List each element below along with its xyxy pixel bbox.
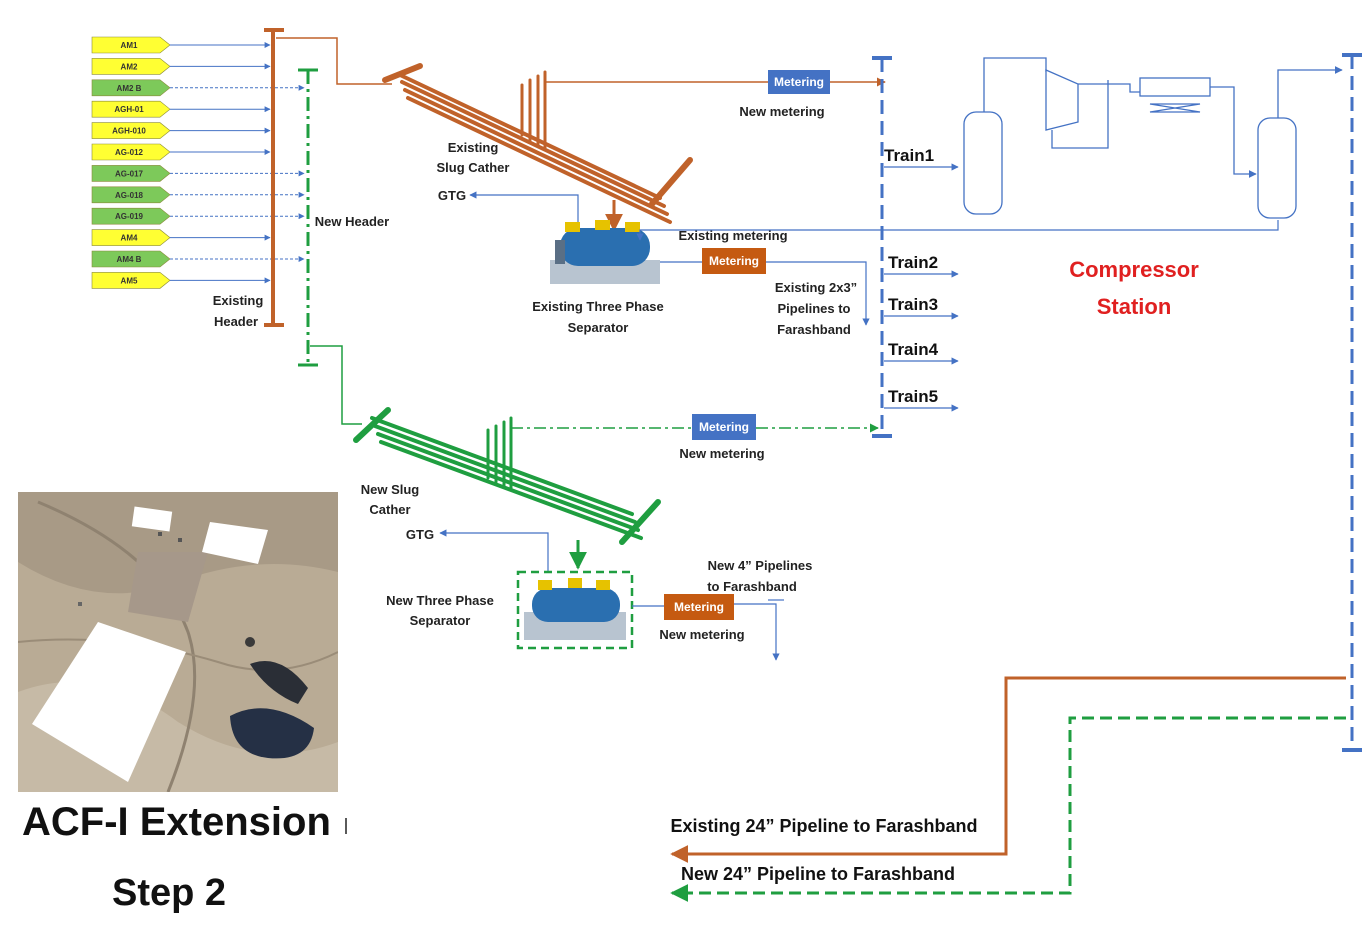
new-header	[298, 68, 318, 367]
train-3-label: Train3	[888, 295, 938, 314]
well-tag-label: AM2	[121, 62, 138, 71]
diagram-step: Step 2	[112, 872, 227, 914]
existing-header-label-1: Existing	[213, 293, 264, 308]
well-tag-label: AG-012	[115, 148, 144, 157]
well-tag-label: AG-017	[115, 169, 144, 178]
diagram-title: ACF-I Extension	[22, 800, 331, 844]
new-separator-label-1: New Three Phase	[386, 593, 494, 608]
trains: Train1 Train2 Train3 Train4 Train5	[884, 146, 959, 412]
new-metering-mid-label: New metering	[679, 446, 764, 461]
metering-bottom-label: Metering	[674, 600, 724, 614]
existing-pipelines-label-1: Existing 2x3”	[775, 280, 857, 295]
compressor-return-line	[636, 220, 1279, 241]
metering-top-label: Metering	[774, 75, 824, 89]
aerial-site-photo	[18, 492, 338, 792]
well-tag: AGH-010	[91, 122, 271, 139]
well-tag-label: AM4 B	[117, 255, 142, 264]
train-header	[872, 56, 892, 438]
well-tag: AM2	[91, 58, 271, 75]
well-tag-label: AM1	[121, 41, 138, 50]
metering-top: Metering	[768, 70, 830, 94]
well-tag-label: AM2 B	[117, 84, 142, 93]
new-separator-label-2: Separator	[410, 613, 471, 628]
new-header-outlet	[310, 345, 362, 425]
new-pipelines-label-2: to Farashband	[707, 579, 797, 594]
metering-mid-label: Metering	[699, 420, 749, 434]
existing-separator-label-2: Separator	[568, 320, 629, 335]
existing-pipelines-label-2: Pipelines to	[778, 301, 851, 316]
train-5-label: Train5	[888, 387, 938, 406]
existing-three-phase-separator	[550, 220, 660, 284]
existing-slug-catcher	[382, 63, 693, 224]
existing-pipelines-label-3: Farashband	[777, 322, 851, 337]
existing-slug-label-2: Slug Cather	[437, 160, 510, 175]
existing-metering-label: Existing metering	[678, 228, 787, 243]
metering-mid: Metering	[692, 414, 756, 440]
well-tag: AM4 B	[91, 250, 305, 268]
new-24-pipeline-label: New 24” Pipeline to Farashband	[681, 864, 955, 884]
new-metering-bottom-label: New metering	[659, 627, 744, 642]
bottom-metering-outlet	[734, 603, 780, 661]
well-tag-label: AM4	[121, 234, 138, 243]
existing-header-label-2: Header	[214, 314, 258, 329]
new-24-pipeline	[670, 716, 1346, 902]
compressor-train-schematic	[963, 57, 1343, 219]
export-header	[1342, 53, 1362, 752]
existing-header	[264, 28, 284, 327]
existing-header-outlet	[276, 37, 392, 85]
existing-24-pipeline-label: Existing 24” Pipeline to Farashband	[670, 816, 977, 836]
well-tag: AM1	[91, 36, 271, 54]
well-tag-label: AG-019	[115, 212, 144, 221]
metering-bottom: Metering	[664, 594, 734, 620]
existing-slug-label-1: Existing	[448, 140, 499, 155]
well-tag-label: AGH-010	[112, 127, 146, 136]
compressor-station-label-1: Compressor	[1069, 257, 1199, 282]
existing-separator-label-1: Existing Three Phase	[532, 299, 664, 314]
well-tag: AG-017	[91, 165, 305, 182]
well-tag: AG-019	[91, 207, 305, 225]
gtg-top-line	[469, 191, 579, 228]
well-tag: AGH-01	[91, 100, 271, 118]
well-tag-label: AG-018	[115, 191, 144, 200]
compressor-station-label-2: Station	[1097, 294, 1172, 319]
gtg-bottom-label: GTG	[406, 527, 434, 542]
existing-24-pipeline	[670, 676, 1346, 863]
well-tag-label: AGH-01	[114, 105, 144, 114]
well-tag: AM5	[91, 272, 271, 289]
new-pipelines-label-1: New 4” Pipelines	[708, 558, 813, 573]
new-metering-top-label: New metering	[739, 104, 824, 119]
metering-existing: Metering	[702, 248, 766, 274]
well-tag: AM2 B	[91, 79, 305, 97]
train-4-label: Train4	[888, 340, 939, 359]
well-tag: AG-012	[91, 143, 271, 161]
train-2-label: Train2	[888, 253, 938, 272]
gtg-bottom-line	[439, 529, 549, 572]
new-three-phase-separator	[516, 570, 634, 650]
new-slug-catcher	[353, 407, 661, 545]
existing-metering-outlet	[766, 261, 870, 326]
new-slug-label-2: Cather	[369, 502, 410, 517]
new-header-label: New Header	[315, 214, 389, 229]
new-slug-label-1: New Slug	[361, 482, 420, 497]
well-tag: AM4	[91, 229, 271, 246]
well-tag: AG-018	[91, 186, 305, 204]
metering-existing-label: Metering	[709, 254, 759, 268]
gtg-top-label: GTG	[438, 188, 466, 203]
well-tag-label: AM5	[121, 276, 138, 285]
train-1-label: Train1	[884, 146, 934, 165]
